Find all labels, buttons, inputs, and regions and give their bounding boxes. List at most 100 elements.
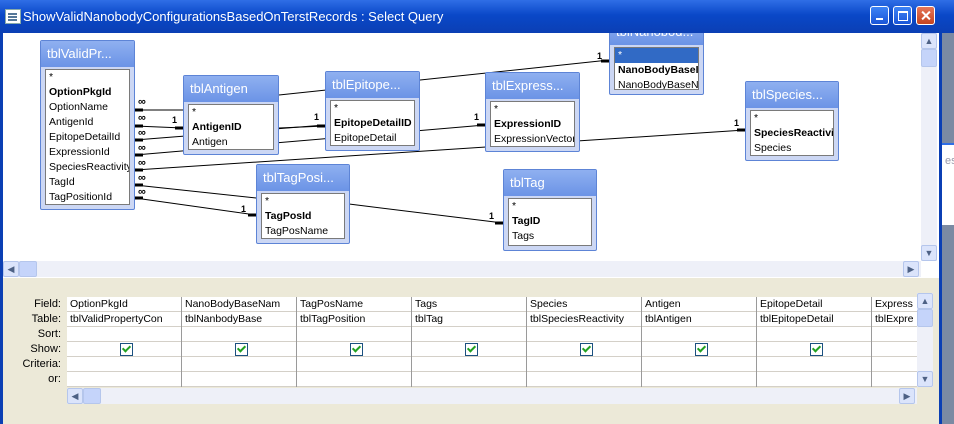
table-box-validproperty[interactable]: tblValidPr... * OptionPkgId OptionName A… xyxy=(40,40,135,210)
grid-column[interactable]: Express tblExpre xyxy=(872,297,917,387)
criteria-cell[interactable] xyxy=(67,357,181,372)
scroll-left-button[interactable]: ◀ xyxy=(3,261,19,277)
show-cell[interactable] xyxy=(182,342,296,357)
criteria-cell[interactable] xyxy=(182,357,296,372)
grid-horizontal-scrollbar[interactable]: ◀ ▶ xyxy=(67,388,917,404)
table-title[interactable]: tblNanobod... xyxy=(610,33,703,45)
table-box-antigen[interactable]: tblAntigen * AntigenID Antigen xyxy=(183,75,279,155)
field-antigen[interactable]: Antigen xyxy=(192,136,228,148)
sort-cell[interactable] xyxy=(67,327,181,342)
field-list[interactable]: * AntigenID Antigen xyxy=(188,104,274,150)
field-nanobodybaseid[interactable]: NanoBodyBaseId xyxy=(618,64,699,76)
field-all[interactable]: * xyxy=(494,103,499,115)
query-design-grid[interactable]: OptionPkgId tblValidPropertyCon NanoBody… xyxy=(67,297,917,387)
field-optionname[interactable]: OptionName xyxy=(49,101,108,113)
scroll-left-button[interactable]: ◀ xyxy=(67,388,83,404)
field-expressionid[interactable]: ExpressionID xyxy=(494,118,562,130)
sort-cell[interactable] xyxy=(642,327,756,342)
scroll-down-button[interactable]: ▼ xyxy=(921,245,937,261)
show-cell[interactable] xyxy=(527,342,641,357)
table-cell[interactable]: tblNanbodyBase xyxy=(182,312,296,327)
criteria-cell[interactable] xyxy=(527,357,641,372)
table-box-expression[interactable]: tblExpress... * ExpressionID ExpressionV… xyxy=(485,72,580,152)
field-expressionid[interactable]: ExpressionId xyxy=(49,146,110,158)
diagram-vertical-scrollbar[interactable]: ▲ ▼ xyxy=(921,33,937,261)
grid-column[interactable]: NanoBodyBaseNam tblNanbodyBase xyxy=(182,297,297,387)
field-list[interactable]: * TagPosId TagPosName xyxy=(261,193,345,239)
criteria-cell[interactable] xyxy=(872,357,917,372)
table-title[interactable]: tblValidPr... xyxy=(41,41,134,67)
sort-cell[interactable] xyxy=(297,327,411,342)
field-all[interactable]: * xyxy=(192,106,197,118)
field-list[interactable]: * NanoBodyBaseId NanoBodyBaseNa xyxy=(614,47,699,90)
or-cell[interactable] xyxy=(872,372,917,387)
grid-column[interactable]: OptionPkgId tblValidPropertyCon xyxy=(67,297,182,387)
scroll-up-button[interactable]: ▲ xyxy=(917,293,933,309)
grid-column[interactable]: EpitopeDetail tblEpitopeDetail xyxy=(757,297,872,387)
table-title[interactable]: tblEpitope... xyxy=(326,72,419,98)
show-cell[interactable] xyxy=(297,342,411,357)
field-nanobodybasename[interactable]: NanoBodyBaseNa xyxy=(618,79,699,90)
field-all[interactable]: * xyxy=(512,200,517,212)
table-cell[interactable]: tblTagPosition xyxy=(297,312,411,327)
field-tagid[interactable]: TagID xyxy=(512,215,541,227)
field-speciesreactivity[interactable]: SpeciesReactivity xyxy=(754,127,834,139)
field-antigenid[interactable]: AntigenId xyxy=(49,116,94,128)
scroll-thumb[interactable] xyxy=(917,309,933,327)
design-grid-pane[interactable]: Field: Table: Sort: Show: Criteria: or: … xyxy=(3,285,939,424)
table-cell[interactable]: tblSpeciesReactivity xyxy=(527,312,641,327)
sort-cell[interactable] xyxy=(182,327,296,342)
field-cell[interactable]: OptionPkgId xyxy=(67,297,181,312)
or-cell[interactable] xyxy=(297,372,411,387)
show-cell[interactable] xyxy=(757,342,871,357)
scroll-thumb[interactable] xyxy=(921,49,937,67)
table-box-epitopedetail[interactable]: tblEpitope... * EpitopeDetailID EpitopeD… xyxy=(325,71,420,151)
table-cell[interactable]: tblAntigen xyxy=(642,312,756,327)
field-all[interactable]: * xyxy=(334,102,339,114)
show-checkbox[interactable] xyxy=(465,343,478,356)
show-cell[interactable] xyxy=(412,342,526,357)
table-title[interactable]: tblTag xyxy=(504,170,596,196)
field-cell[interactable]: EpitopeDetail xyxy=(757,297,871,312)
field-cell[interactable]: Species xyxy=(527,297,641,312)
field-species[interactable]: Species xyxy=(754,142,792,154)
show-checkbox[interactable] xyxy=(695,343,708,356)
table-box-speciesreactivity[interactable]: tblSpecies... * SpeciesReactivity Specie… xyxy=(745,81,839,161)
field-list[interactable]: * ExpressionID ExpressionVector xyxy=(490,101,575,147)
field-cell[interactable]: Tags xyxy=(412,297,526,312)
or-cell[interactable] xyxy=(412,372,526,387)
show-checkbox[interactable] xyxy=(235,343,248,356)
field-list[interactable]: * EpitopeDetailID EpitopeDetail xyxy=(330,100,415,146)
close-button[interactable] xyxy=(916,6,935,25)
table-title[interactable]: tblAntigen xyxy=(184,76,278,102)
scroll-down-button[interactable]: ▼ xyxy=(917,371,933,387)
minimize-button[interactable] xyxy=(870,6,889,25)
field-expressionvector[interactable]: ExpressionVector xyxy=(494,133,575,145)
scroll-thumb[interactable] xyxy=(19,261,37,277)
table-cell[interactable]: tblValidPropertyCon xyxy=(67,312,181,327)
field-all[interactable]: * xyxy=(265,195,270,207)
field-antigenid[interactable]: AntigenID xyxy=(192,121,242,133)
window-titlebar[interactable]: ShowValidNanobodyConfigurationsBasedOnTe… xyxy=(0,0,954,33)
criteria-cell[interactable] xyxy=(412,357,526,372)
grid-column[interactable]: Tags tblTag xyxy=(412,297,527,387)
show-checkbox[interactable] xyxy=(810,343,823,356)
criteria-cell[interactable] xyxy=(297,357,411,372)
sort-cell[interactable] xyxy=(412,327,526,342)
table-cell[interactable]: tblTag xyxy=(412,312,526,327)
table-cell[interactable]: tblEpitopeDetail xyxy=(757,312,871,327)
field-tagposname[interactable]: TagPosName xyxy=(265,225,329,237)
field-optionpkgid[interactable]: OptionPkgId xyxy=(49,86,112,98)
field-epitopedetail[interactable]: EpitopeDetail xyxy=(334,132,397,144)
show-cell[interactable] xyxy=(67,342,181,357)
or-cell[interactable] xyxy=(182,372,296,387)
field-all[interactable]: * xyxy=(754,112,759,124)
table-cell[interactable]: tblExpre xyxy=(872,312,917,327)
field-all[interactable]: * xyxy=(615,48,698,63)
show-checkbox[interactable] xyxy=(350,343,363,356)
field-cell[interactable]: NanoBodyBaseNam xyxy=(182,297,296,312)
maximize-button[interactable] xyxy=(893,6,912,25)
scroll-right-button[interactable]: ▶ xyxy=(903,261,919,277)
scroll-thumb[interactable] xyxy=(83,388,101,404)
table-box-nanobodybase[interactable]: tblNanobod... * NanoBodyBaseId NanoBodyB… xyxy=(609,33,704,95)
